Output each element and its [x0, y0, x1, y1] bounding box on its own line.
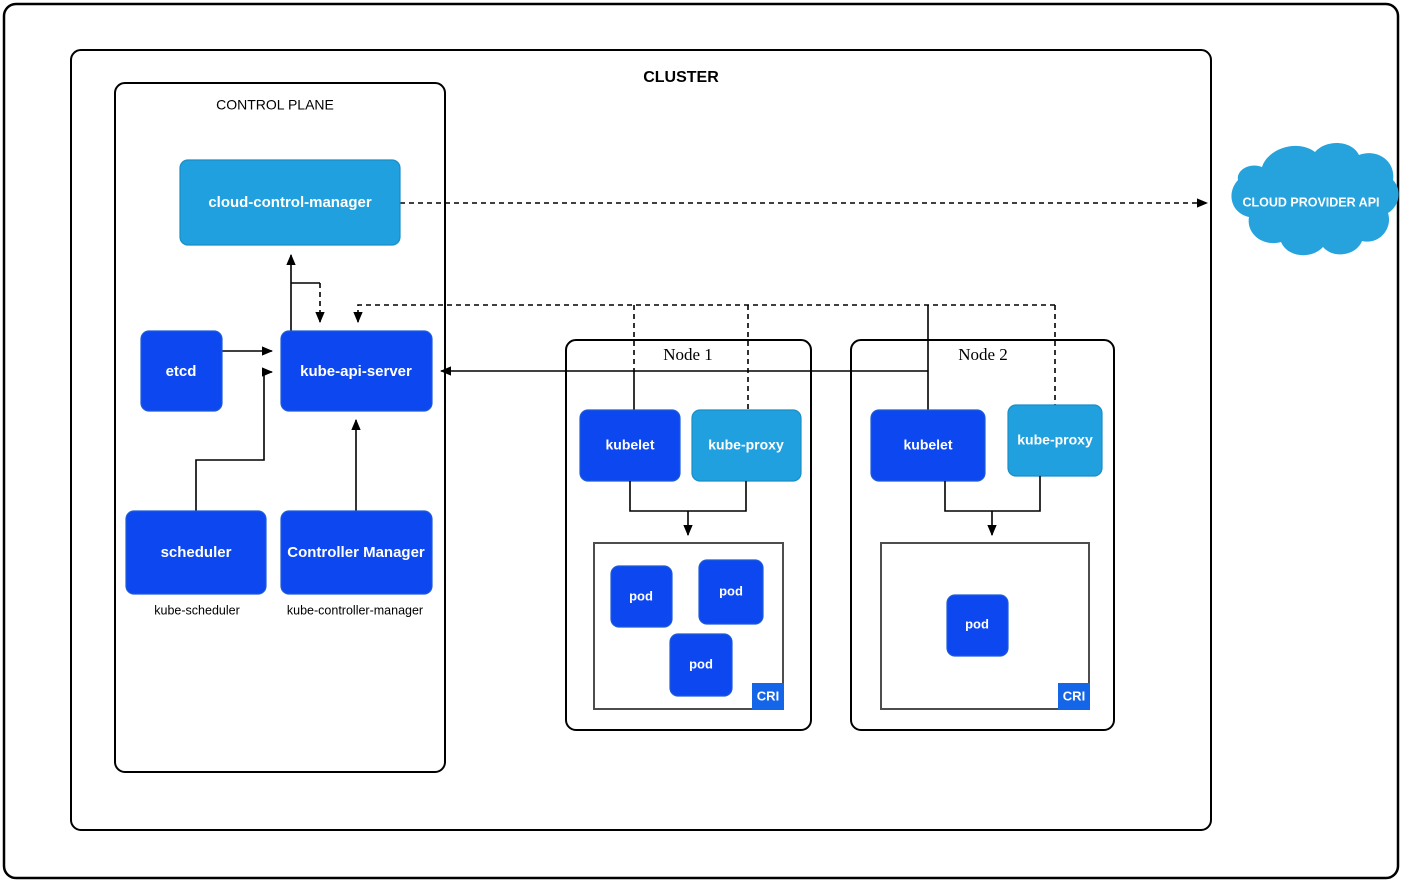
node-1-cri-badge-label: CRI: [757, 688, 779, 703]
node-1-frame: [565, 339, 812, 731]
node-2-pod-1-label: pod: [965, 616, 989, 631]
component-controller-manager[interactable]: Controller Manager: [280, 510, 433, 595]
scheduler-label: scheduler: [161, 544, 232, 561]
cloud-control-manager-label: cloud-control-manager: [208, 194, 372, 211]
node-2-kubelet-box[interactable]: [870, 409, 986, 482]
control-plane-title: CONTROL PLANE: [216, 97, 334, 113]
scheduler-caption: kube-scheduler: [154, 603, 239, 617]
node-1-pod-2-box[interactable]: [698, 559, 764, 625]
node-2-kubelet-label: kubelet: [903, 437, 952, 453]
etcd-box[interactable]: [140, 330, 223, 412]
kube-api-server-label: kube-api-server: [300, 363, 412, 380]
cloud-provider-api-label: CLOUD PROVIDER API: [1242, 195, 1379, 209]
connector-scheduler-to-apiserver: [195, 367, 274, 511]
cloud-control-manager-box[interactable]: [179, 159, 401, 246]
node-1-cri-badge-rect: [752, 683, 784, 710]
cluster-frame: [70, 49, 1212, 831]
node-1-pod-3-label: pod: [689, 656, 713, 671]
node-2-cri-badge-label: CRI: [1063, 688, 1085, 703]
component-cloud-control-manager[interactable]: cloud-control-manager: [179, 159, 401, 246]
controller-manager-box[interactable]: [280, 510, 433, 595]
cloud-provider-api[interactable]: CLOUD PROVIDER API: [1231, 142, 1399, 256]
etcd-label: etcd: [166, 363, 197, 380]
node-2-kube-proxy-label: kube-proxy: [1017, 432, 1093, 448]
node-2-cri-badge-rect: [1058, 683, 1090, 710]
node-2-component-kubelet[interactable]: kubelet: [870, 409, 986, 482]
node-2-kube-proxy-box[interactable]: [1007, 404, 1103, 477]
node-2-component-kube-proxy[interactable]: kube-proxy: [1007, 404, 1103, 477]
controller-manager-label: Controller Manager: [287, 544, 425, 561]
node-1-component-kube-proxy[interactable]: kube-proxy: [691, 409, 802, 482]
cluster-title: CLUSTER: [643, 69, 719, 86]
node-1-kube-proxy-label: kube-proxy: [708, 437, 784, 453]
node-1-pod-1-label: pod: [629, 588, 653, 603]
node-1-pod-2[interactable]: pod: [698, 559, 764, 625]
component-kube-api-server[interactable]: kube-api-server: [280, 330, 433, 412]
node-2-frame: [850, 339, 1115, 731]
component-etcd[interactable]: etcd: [140, 330, 223, 412]
node-1-pod-1-box[interactable]: [610, 565, 673, 628]
node-1-pod-3-box[interactable]: [669, 633, 733, 697]
controller-manager-caption: kube-controller-manager: [287, 603, 423, 617]
node-2-cri-badge: CRI: [1058, 683, 1090, 710]
scheduler-box[interactable]: [125, 510, 267, 595]
cloud-icon: [1231, 142, 1399, 256]
node-1-pod-1[interactable]: pod: [610, 565, 673, 628]
node-1-join-rail: [629, 481, 747, 512]
connector-kubeproxy-bus-to-apiserver: [353, 304, 1055, 324]
node-1-pod-3[interactable]: pod: [669, 633, 733, 697]
node-2-pod-1-box[interactable]: [946, 594, 1009, 657]
node-2-title: Node 2: [958, 345, 1008, 364]
node-1-pod-2-label: pod: [719, 583, 743, 598]
node-1-cri-badge: CRI: [752, 683, 784, 710]
component-scheduler[interactable]: scheduler: [125, 510, 267, 595]
control-plane-frame: [114, 82, 446, 773]
kube-api-server-box[interactable]: [280, 330, 433, 412]
node-1-component-kubelet[interactable]: kubelet: [579, 409, 681, 482]
node-2-pod-1[interactable]: pod: [946, 594, 1009, 657]
node-1-kubelet-label: kubelet: [605, 437, 654, 453]
node-1-title: Node 1: [663, 345, 713, 364]
